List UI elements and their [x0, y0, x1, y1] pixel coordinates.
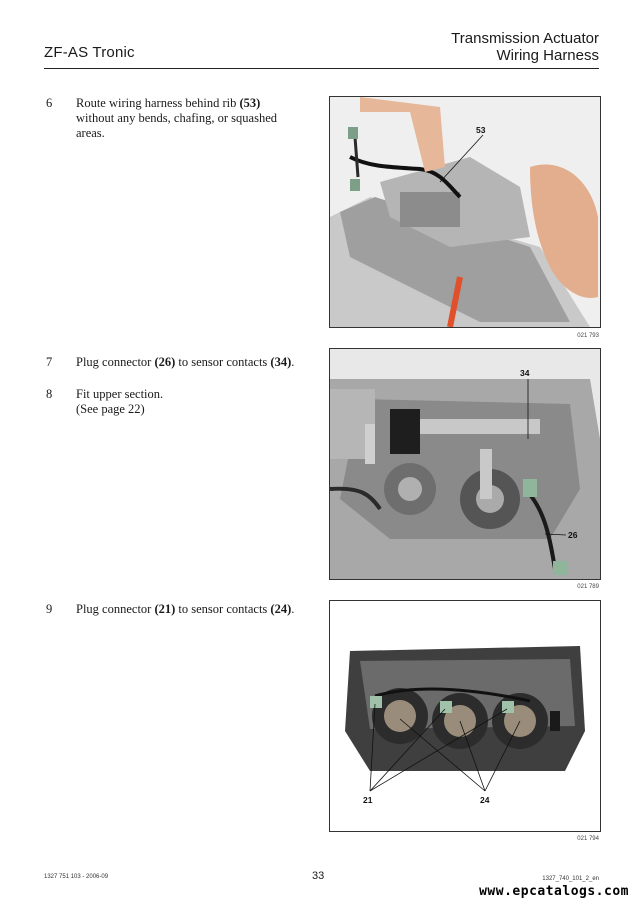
- figure-ref: 021 793: [577, 333, 599, 339]
- section-title-line2: Wiring Harness: [496, 47, 599, 64]
- photo-route-harness: 53: [329, 96, 601, 328]
- part-ref: (24): [270, 602, 292, 616]
- section-title-line1: Transmission Actuator: [451, 30, 599, 47]
- footer-doc-number: 1327 751 103 - 2006-09: [44, 874, 109, 880]
- figure-ref: 021 794: [577, 836, 599, 842]
- watermark: www.epcatalogs.com: [479, 884, 629, 899]
- callout-53: 53: [476, 125, 486, 135]
- photo-plug-connector-21: 21 24: [329, 600, 601, 832]
- part-ref: (53): [239, 96, 261, 110]
- step-text: Fit upper section. (See page 22): [76, 387, 164, 416]
- header-divider: [44, 68, 599, 69]
- callout-26: 26: [568, 530, 578, 540]
- page-number: 33: [312, 870, 325, 882]
- step-text: Route wiring harness behind rib (53) wit…: [76, 96, 278, 140]
- part-ref: (26): [154, 355, 176, 369]
- footer-file-id: 1327_740_101_2_en: [542, 876, 599, 882]
- callout-24: 24: [480, 795, 490, 805]
- step-number: 6: [46, 96, 53, 110]
- step-number: 7: [46, 355, 53, 369]
- part-ref: (21): [154, 602, 176, 616]
- document-title: ZF-AS Tronic: [44, 44, 135, 61]
- callout-21: 21: [363, 795, 373, 805]
- figure-ref: 021 789: [577, 584, 599, 590]
- callout-34: 34: [520, 368, 530, 378]
- step-number: 8: [46, 387, 53, 401]
- photo-plug-connector-26: 34 26: [329, 348, 601, 580]
- part-ref: (34): [270, 355, 292, 369]
- step-number: 9: [46, 602, 53, 616]
- step-text: Plug connector (26) to sensor contacts (…: [76, 355, 295, 369]
- section-title: Transmission Actuator Wiring Harness: [451, 30, 599, 64]
- step-text: Plug connector (21) to sensor contacts (…: [76, 602, 295, 616]
